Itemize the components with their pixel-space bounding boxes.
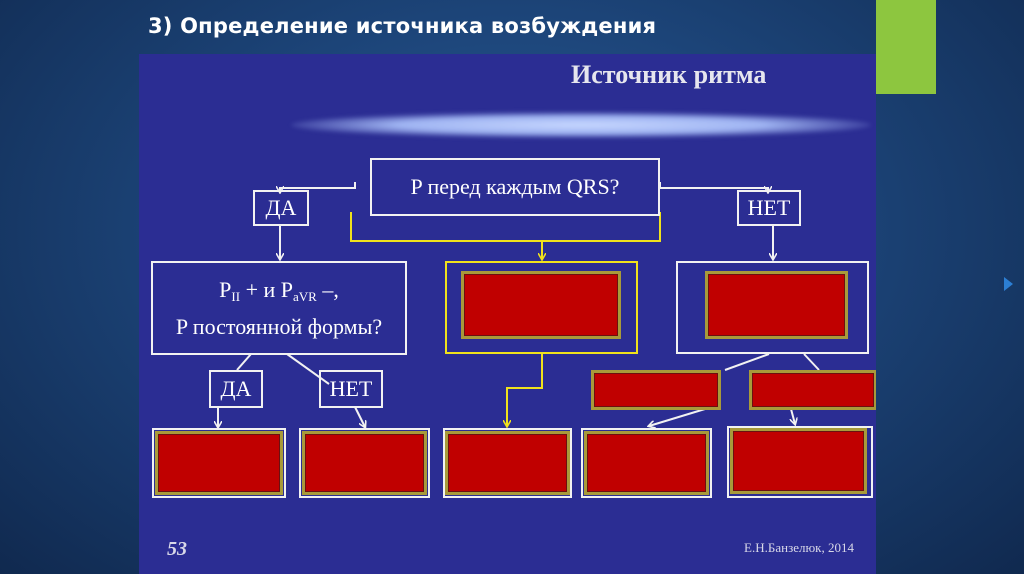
second-question-line2: P постоянной формы? — [175, 313, 383, 339]
middle-answer-box — [461, 271, 621, 339]
connector-small-left-box — [649, 408, 706, 426]
bottom-answer-box-5 — [730, 428, 867, 494]
connector-lines — [139, 182, 820, 574]
diagram-panel: Источник ритма — [139, 54, 876, 574]
connector-right-small-left — [724, 353, 770, 371]
small-answer-box-right — [749, 370, 876, 410]
middle-answer-frame — [445, 261, 638, 354]
sub-yes-label-box: ДА — [209, 370, 263, 408]
decorative-glow — [291, 112, 871, 138]
bottom-frame-5 — [727, 426, 873, 498]
second-question-box: PII + и PaVR –, P постоянной формы? — [151, 261, 407, 355]
bottom-answer-box-1 — [155, 431, 283, 495]
connector-middle-bottom — [507, 354, 543, 426]
second-question-line1: PII + и PaVR –, — [219, 276, 339, 304]
bottom-answer-box-4 — [584, 431, 709, 495]
bottom-frame-2 — [299, 428, 430, 498]
bottom-frame-4 — [581, 428, 712, 498]
bottom-frame-1 — [152, 428, 286, 498]
yes-label-box: ДА — [253, 190, 309, 226]
right-answer-frame — [676, 261, 869, 354]
bottom-answer-box-2 — [302, 431, 427, 495]
root-question-box: P перед каждым QRS? — [370, 158, 660, 216]
small-answer-box-left — [591, 370, 721, 410]
slide-number: 53 — [167, 538, 187, 560]
sub-no-label-box: НЕТ — [319, 370, 383, 408]
slide-title: 3) Определение источника возбуждения — [148, 14, 657, 38]
connector-root-middle — [350, 212, 661, 242]
bottom-answer-box-3 — [445, 431, 570, 495]
connector-subno-box — [354, 406, 365, 427]
green-accent-bar — [876, 0, 936, 94]
connector-question-subyes — [236, 353, 252, 371]
right-answer-box — [705, 271, 848, 339]
no-label-box: НЕТ — [737, 190, 801, 226]
author-credit: Е.Н.Банзелюк, 2014 — [744, 540, 854, 555]
connector-right-small-right — [803, 353, 820, 371]
next-slide-arrow-icon[interactable] — [1004, 277, 1013, 291]
connector-question-subno — [286, 353, 330, 385]
connector-small-right-box — [791, 408, 795, 424]
bottom-frame-3 — [443, 428, 572, 498]
panel-heading: Источник ритма — [571, 60, 767, 89]
